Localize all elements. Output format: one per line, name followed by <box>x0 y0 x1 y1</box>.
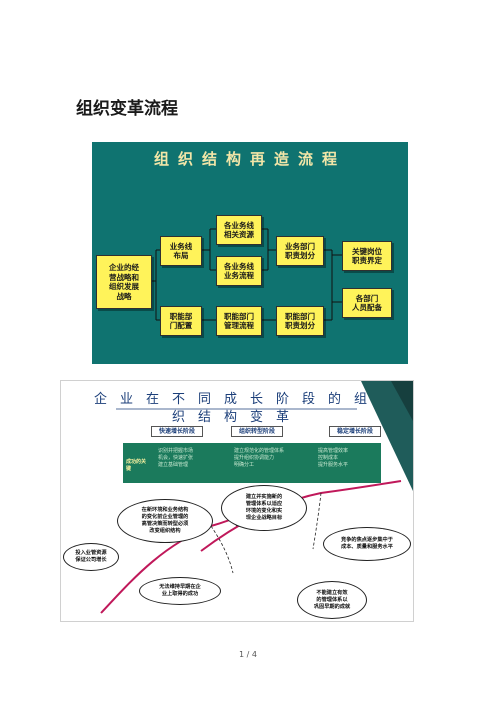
stage-tab-stable-growth: 稳定增长阶段 <box>329 426 381 437</box>
box-functional-config: 职能部 门配置 <box>160 306 202 336</box>
box-staffing-label: 各部门 人员配备 <box>352 293 382 313</box>
box-bl-process-label: 各业务线 业务流程 <box>224 261 254 281</box>
cloud-new-system-text: 建立并实施新的 管理体系以适应 环境的变化和实 现企业战略目标 <box>245 494 283 521</box>
page-number: 1 / 4 <box>239 650 257 659</box>
box-staffing: 各部门 人员配备 <box>342 288 392 318</box>
slide-org-restructure-flow: 组织结构再造流程 <box>92 142 408 364</box>
stage-key-success-band: 成功的关键 识别并把握市场 机会，快速扩张 建立基础管理 建立规范化的管理体系 … <box>123 443 381 483</box>
box-strategy: 企业的经 营战略和 组织发展 战略 <box>96 255 152 309</box>
cloud-early-success-lost: 无法维持早期在企 业上取得的成功 <box>139 577 221 605</box>
slide2-title: 企业在不同成长阶段的组织结构变革 <box>93 392 380 425</box>
stage-tab-transformation: 组织转型阶段 <box>231 426 283 437</box>
cloud-competition-focus: 竞争的焦点逐步集中于 成本、质量和服务水平 <box>323 527 411 561</box>
cloud-no-effective-system-text: 不能建立有效 的管理体系以 巩固早期的成就 <box>313 589 351 610</box>
band-cell-transform: 建立规范化的管理体系 提升组织协调能力 明确分工 <box>234 448 285 468</box>
band-row-label: 成功的关键 <box>126 459 147 472</box>
box-func-duty: 职能部门 职责划分 <box>276 306 324 336</box>
cloud-env-change-text: 在新环境和业务结构 的变化前企业管理的 高管决策而转型必须 改变组织结构 <box>141 507 189 534</box>
box-bl-duty: 业务部门 职责划分 <box>276 236 324 266</box>
cloud-invest-resources-text: 投入业管资源 保证公司增长 <box>75 550 107 563</box>
slide2-background-art <box>116 381 413 491</box>
band-cell-rapid: 识别并把握市场 机会，快速扩张 建立基础管理 <box>158 448 194 468</box>
cloud-competition-focus-text: 竞争的焦点逐步集中于 成本、质量和服务水平 <box>341 537 393 550</box>
cloud-early-success-lost-text: 无法维持早期在企 业上取得的成功 <box>159 584 201 597</box>
cloud-invest-resources: 投入业管资源 保证公司增长 <box>63 543 119 571</box>
document-title: 组织变革流程 <box>76 99 178 119</box>
box-functional-config-label: 职能部 门配置 <box>169 311 193 331</box>
slide1-title: 组织结构再造流程 <box>153 150 346 168</box>
box-key-posts-label: 关键岗位 职责界定 <box>352 246 382 266</box>
cloud-new-system: 建立并实施新的 管理体系以适应 环境的变化和实 现企业战略目标 <box>221 485 307 531</box>
box-func-process-label: 职能部门 管理流程 <box>224 311 254 331</box>
band-cell-stable: 提高管理效率 控制成本 提升服务水平 <box>318 448 349 468</box>
box-func-process: 职能部门 管理流程 <box>216 306 262 336</box>
box-bl-duty-label: 业务部门 职责划分 <box>285 241 315 261</box>
box-bl-process: 各业务线 业务流程 <box>216 256 262 286</box>
flow-connectors <box>150 228 342 321</box>
stage-tab-rapid-growth: 快速增长阶段 <box>151 426 203 437</box>
cloud-env-change: 在新环境和业务结构 的变化前企业管理的 高管决策而转型必须 改变组织结构 <box>117 499 213 543</box>
box-func-duty-label: 职能部门 职责划分 <box>285 311 315 331</box>
box-key-posts: 关键岗位 职责界定 <box>342 241 392 271</box>
box-business-layout-label: 业务线 布局 <box>169 241 193 261</box>
box-strategy-label: 企业的经 营战略和 组织发展 战略 <box>109 263 139 301</box>
cloud-no-effective-system: 不能建立有效 的管理体系以 巩固早期的成就 <box>297 581 367 619</box>
box-bl-resources: 各业务线 相关资源 <box>216 215 262 245</box>
box-business-layout: 业务线 布局 <box>160 236 202 266</box>
box-bl-resources-label: 各业务线 相关资源 <box>224 220 254 240</box>
slide-growth-stage-org-change: 企业在不同成长阶段的组织结构变革 快速增长阶段 组织转型阶段 稳定增长阶段 成功… <box>60 380 414 622</box>
